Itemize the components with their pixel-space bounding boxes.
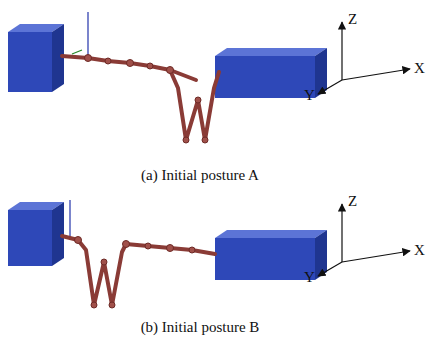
axis-label: Z [348,12,357,27]
robot-arm [62,236,215,305]
axis-label: Y [304,88,315,103]
left-block [8,202,64,266]
axis-label: Y [304,270,315,285]
left-block [8,24,64,92]
robot-arm [62,56,219,140]
axes [318,22,410,94]
axis-label: X [414,243,425,258]
axis-label: X [414,61,425,76]
subfigure-caption: (a) Initial posture A [141,168,259,183]
axes [318,204,410,276]
subfigure-caption: (b) Initial posture B [141,320,260,335]
axis-label: Z [348,194,357,209]
panel-b [8,200,410,308]
panel-a [8,12,410,143]
